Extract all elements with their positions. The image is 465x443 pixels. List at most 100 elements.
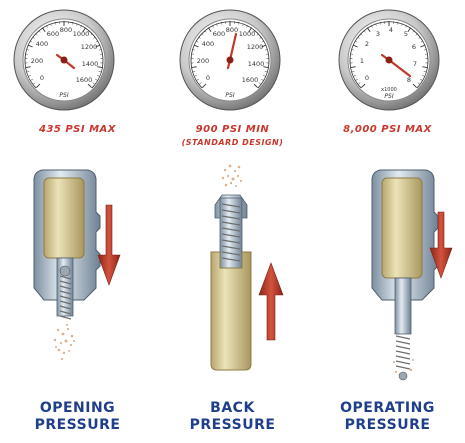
gauge-tick-mark [371,25,373,28]
gauge-tick-mark [87,30,90,33]
gauge-tick-mark [265,49,268,51]
gauge-tick-label: 0 [365,74,369,82]
gauge-tick-mark [38,30,41,33]
gauge-tick-mark [246,25,248,28]
up-arrow-icon [258,262,284,341]
gauge-tick-mark [238,22,240,25]
pressure-rating-note: (STANDARD DESIGN) [181,138,284,147]
gauge-tick-mark [191,66,197,69]
gauge-tick-label: 0 [40,74,44,82]
gauge-tick-mark [420,44,426,48]
gauge-tick-mark [92,82,95,85]
valve-assembly [210,164,252,371]
gauge-tick-mark [35,33,38,36]
gauge-tick-mark [199,82,202,85]
gauge-tick-mark [418,36,421,39]
gauge-tick-mark [27,44,33,48]
gauge-tick-label: 8 [407,76,411,84]
gauge-tick-label: 400 [36,40,48,48]
gauge-hub [226,56,234,64]
gauge-tick-mark [28,75,31,77]
gauge-unit-label: PSI [384,93,393,100]
gauge-tick-mark [204,30,207,33]
gauge-tick-mark [216,23,218,26]
gauge-tick-mark [195,40,199,43]
gauge-tick-mark [80,25,82,28]
gauge-tick-label: 200 [31,57,43,65]
down-arrow-icon [429,211,453,279]
gauge-tick-label: 1200 [81,43,98,51]
panel-operating-pressure: 0 1 2 3 4 5 6 7 8 x1000 PSI [310,0,465,443]
caption-line1: OPERATING [340,400,435,416]
gauge-tick-mark [419,78,423,81]
gauge-tick-mark [357,36,360,39]
gauge-tick-mark [95,40,99,43]
gauge-tick-mark [260,78,264,81]
gauge-tick-mark [420,40,424,43]
gauge-tick-mark [363,30,366,33]
panel-back-pressure: 0 200 400 600 800 1000 1200 1400 1600 PS… [155,0,310,443]
gauge-needle [228,32,238,62]
gauge-tick-mark [97,75,100,77]
gauge-tick-mark [351,49,354,51]
gauge-tick-label: 1000 [73,30,90,38]
gauge-tick-mark [379,22,381,25]
gauge-tick-mark [397,22,399,25]
gauge-tick-mark [26,49,29,51]
gauge-tick-mark [352,44,358,48]
gauge-tick-label: 1200 [247,43,264,51]
gauge-tick-label: 0 [206,74,210,82]
gauge-unit-label: PSI [59,92,68,99]
gauge-tick-mark [192,71,196,73]
caption: OPENING PRESSURE [0,400,155,434]
gauge-tick-mark [361,83,366,88]
gauge-tick-mark [98,71,102,73]
gauge-tick-mark [261,40,265,43]
gauge-unit-label: PSI [225,92,234,99]
gauge-tick-mark [405,25,407,28]
gauge-tick-mark [87,83,92,88]
gauge-tick-mark [261,44,267,48]
gauge-tick-label: 1000 [239,30,256,38]
gauge-tick-mark [351,71,355,73]
gauge-tick-mark [198,36,201,39]
gauge-tick-label: 5 [404,30,408,38]
gauge-tick-label: 1600 [242,76,259,84]
caption: OPERATING PRESSURE [310,400,465,434]
gauge-tick-mark [253,30,256,33]
gauge-tick-label: 1600 [76,76,93,84]
gauge-tick-mark [193,44,199,48]
gauge-tick-mark [366,27,371,32]
gauge-tick-mark [192,49,195,51]
gauge-tick-label: 800 [60,26,72,34]
gauge-tick-mark [90,33,93,36]
caption-line1: OPENING [39,400,116,416]
gauge-tick-mark [248,27,253,32]
gauge-tick-mark [99,49,102,51]
gauge-hub [385,56,393,64]
gauge-tick-mark [412,30,415,33]
valve-assembly [371,169,439,381]
gauge-tick-mark [76,23,78,26]
gauge-tick-mark [95,44,101,48]
gauge-tick-mark [422,75,425,77]
gauge-tick-mark [264,71,268,73]
gauge-tick-mark [29,40,33,43]
gauge-tick-label: 2 [365,40,369,48]
gauge-tick-label: 6 [412,43,416,51]
gauge-tick-label: 1 [360,57,364,65]
gauge-tick-mark [422,66,428,69]
gauge-hub [60,56,68,64]
gauge-tick-mark [407,27,412,32]
gauge-tick-mark [212,25,214,28]
gauge-tick-label: 4 [389,26,393,34]
gauge-tick-mark [94,78,98,81]
gauge-tick-mark [54,22,56,25]
gauge-tick-mark [360,33,363,36]
gauge-tick-mark [82,27,87,32]
gauge-tick-mark [259,36,262,39]
gauge-tick-mark [401,23,403,26]
gauge-tick-mark [353,75,356,77]
gauge-tick-mark [354,40,358,43]
gauge-needle [387,58,412,78]
